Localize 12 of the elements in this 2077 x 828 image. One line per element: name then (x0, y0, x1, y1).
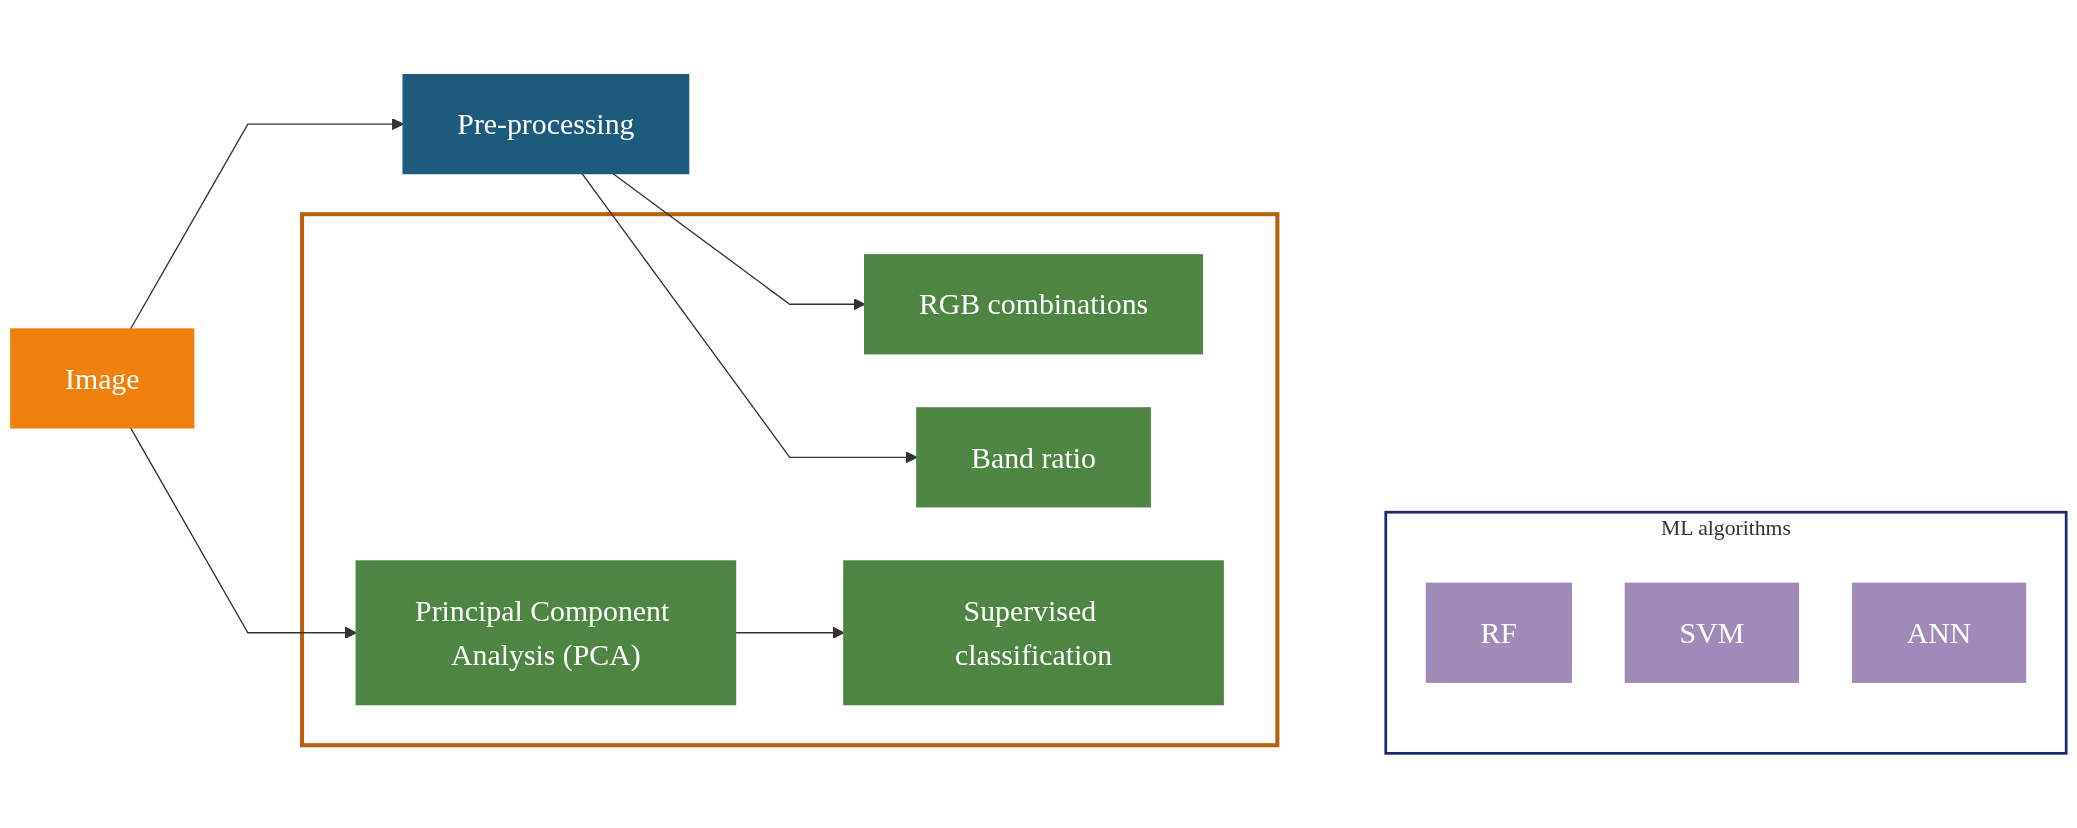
node-box: Principal Component Analysis (PCA) (355, 560, 737, 706)
node-box: Band ratio (916, 407, 1151, 508)
node-box: SVM (1624, 582, 1800, 683)
node-box: Image (10, 328, 195, 429)
cluster (300, 212, 1280, 748)
node-box: ANN (1851, 582, 2027, 683)
node-box: RGB combinations (864, 254, 1204, 355)
node-box: RF (1425, 582, 1572, 683)
node-box: Pre-processing (402, 74, 690, 175)
arrow (129, 427, 357, 639)
arrow (129, 118, 404, 330)
node-box: Supervised classification (843, 560, 1224, 706)
